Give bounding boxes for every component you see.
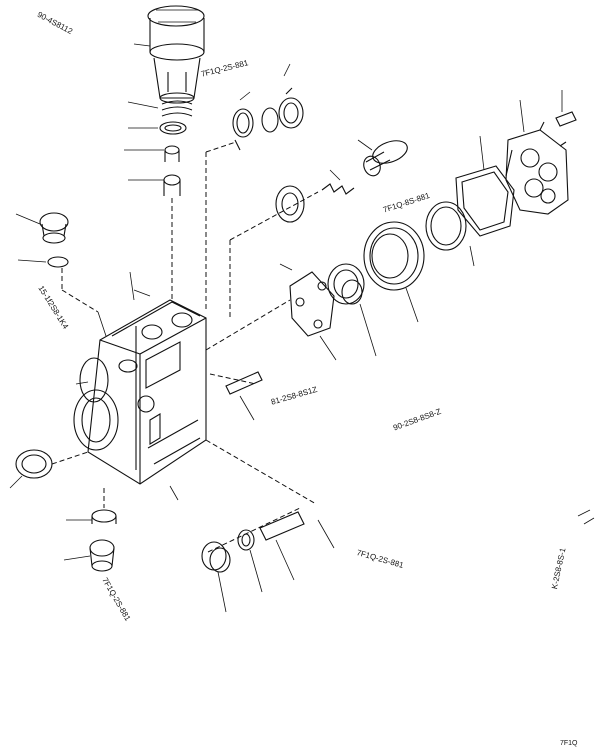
pump-housing (73, 299, 207, 485)
top-valve-stem (147, 5, 205, 104)
bottom-rings (237, 511, 305, 551)
piston (327, 263, 365, 305)
bottom-left-fitting (89, 509, 117, 572)
left-small-ring (47, 256, 69, 268)
valve-plate (289, 271, 335, 337)
gasket-large (455, 165, 515, 237)
top-right-bolt (555, 111, 577, 127)
label-bottom-right: 7F1Q (560, 740, 578, 747)
pressure-plate (363, 221, 425, 291)
oring-right (425, 201, 467, 251)
left-large-ring (15, 449, 53, 479)
plug-cap (363, 140, 408, 177)
bottom-plug (201, 541, 231, 573)
seat-ring (275, 185, 305, 223)
small-spring (321, 183, 355, 195)
left-top-plug (39, 212, 69, 244)
top-pin (163, 145, 181, 196)
center-bolt (225, 371, 263, 395)
end-cover (505, 121, 569, 215)
top-oring (159, 121, 187, 135)
top-spring (161, 100, 193, 117)
center-rings (232, 87, 304, 151)
